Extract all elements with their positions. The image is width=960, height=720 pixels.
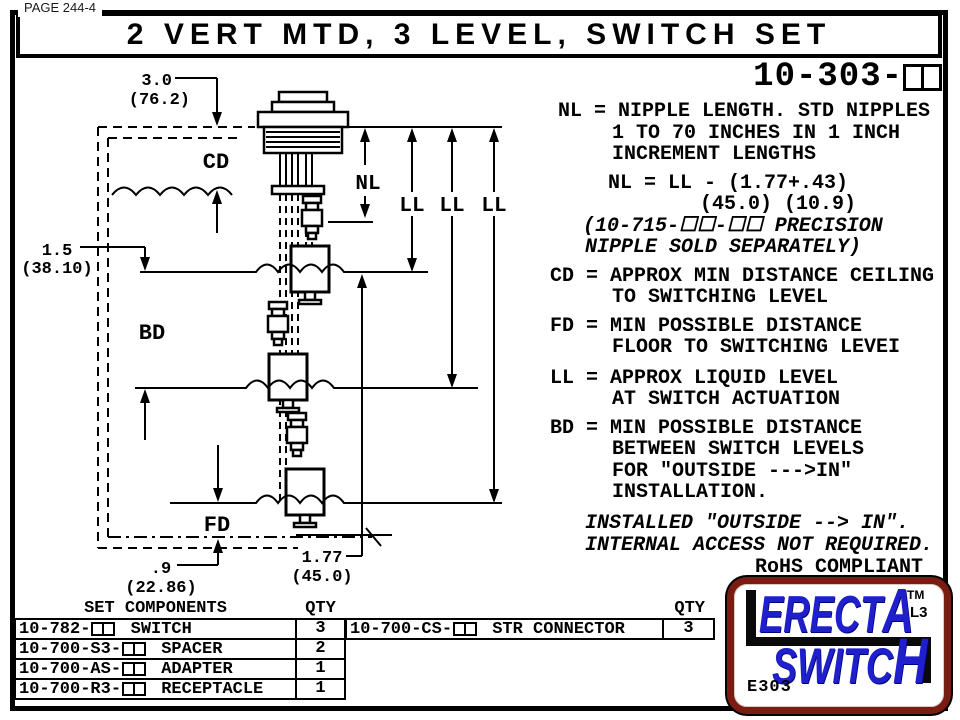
note-line: FLOOR TO SWITCHING LEVEI	[612, 336, 901, 359]
logo-l3: L3	[910, 604, 928, 621]
blank-size-box	[122, 682, 147, 696]
note-line: (45.0) (10.9)	[700, 193, 857, 216]
component-part-number: 10-700-S3-	[19, 639, 122, 659]
page-title: 2 VERT MTD, 3 LEVEL, SWITCH SET	[126, 18, 832, 51]
erecta-switch-logo: ERECTA TM L3 SWITCH E303	[727, 577, 951, 714]
qty-cell: 2	[315, 639, 326, 658]
component-part-number: 10-700-CS-	[350, 619, 453, 639]
component-cell: 10-700-AS- ADAPTER	[16, 659, 297, 679]
component-part-number: 10-700-AS-	[19, 659, 122, 679]
component-cell: 10-700-CS- STR CONNECTOR	[347, 619, 664, 639]
part-number: 10-303-	[753, 58, 942, 96]
note-line: INTERNAL ACCESS NOT REQUIRED.	[585, 534, 934, 557]
blank-size-box	[921, 63, 942, 91]
note-line: 1 TO 70 INCHES IN 1 INCH	[612, 121, 901, 145]
note-line: FOR "OUTSIDE --->IN"	[612, 459, 853, 483]
qty-cell: 1	[315, 679, 326, 698]
note-line: (10-715-☐☐-☐☐ PRECISION	[583, 214, 883, 238]
component-part-number: 10-782-	[19, 619, 91, 639]
table-row: 10-700-CS- STR CONNECTOR 3	[345, 618, 715, 640]
blank-size-box	[91, 622, 116, 636]
note-line: BD = MIN POSSIBLE DISTANCE	[550, 416, 863, 440]
qty-header: QTY	[305, 599, 336, 618]
table-row: 10-700-AS- ADAPTER 1	[14, 658, 346, 680]
components-header: SET COMPONENTS	[84, 599, 227, 618]
note-line: NIPPLE SOLD SEPARATELY)	[585, 236, 862, 259]
note-line: CD = APPROX MIN DISTANCE CEILING	[550, 264, 935, 288]
component-part-number: 10-700-R3-	[19, 679, 122, 699]
table-row: 10-700-R3- RECEPTACLE 1	[14, 678, 346, 700]
component-name: RECEPTACLE	[151, 679, 264, 699]
qty-cell: 3	[683, 619, 694, 638]
blank-size-box	[122, 662, 147, 676]
note-line: BETWEEN SWITCH LEVELS	[612, 438, 865, 461]
component-cell: 10-700-S3- SPACER	[16, 639, 297, 659]
table-row: 10-782- SWITCH 3	[14, 618, 346, 640]
logo-bar-left	[746, 590, 756, 646]
note-line: INCREMENT LENGTHS	[612, 143, 817, 166]
component-name: STR CONNECTOR	[482, 619, 625, 639]
blank-size-box	[453, 622, 478, 636]
note-line: RoHS COMPLIANT	[755, 555, 924, 579]
title-bar: 2 VERT MTD, 3 LEVEL, SWITCH SET	[16, 12, 942, 58]
component-name: SPACER	[151, 639, 223, 659]
qty-header-right: QTY	[674, 599, 705, 618]
logo-word-erecta: ERECTA	[759, 577, 914, 646]
note-line: INSTALLATION.	[612, 481, 769, 504]
logo-bar-right	[921, 646, 931, 683]
component-cell: 10-700-R3- RECEPTACLE	[16, 679, 297, 699]
component-cell: 10-782- SWITCH	[16, 619, 297, 639]
note-line: FD = MIN POSSIBLE DISTANCE	[550, 314, 863, 338]
note-line: INSTALLED "OUTSIDE --> IN".	[585, 511, 910, 535]
table-row: 10-700-S3- SPACER 2	[14, 638, 346, 660]
connector-row: 10-700-CS- STR CONNECTOR 3	[345, 618, 715, 640]
blank-size-box	[122, 642, 147, 656]
note-line: AT SWITCH ACTUATION	[612, 388, 841, 411]
component-name: SWITCH	[120, 619, 192, 639]
logo-bar-horizontal	[746, 637, 931, 646]
note-line: TO SWITCHING LEVEL	[612, 286, 829, 309]
qty-cell: 1	[315, 659, 326, 678]
logo-word-switch: SWITCH	[772, 625, 928, 697]
note-line: NL = LL - (1.77+.43)	[608, 171, 849, 195]
logo-model-code: E303	[747, 678, 792, 697]
qty-cell: 3	[315, 619, 326, 638]
part-number-prefix: 10-303-	[753, 58, 903, 96]
connector-table: QTY 10-700-CS- STR CONNECTOR 3	[345, 599, 715, 640]
trademark-symbol: TM	[907, 588, 925, 602]
note-line: NL = NIPPLE LENGTH. STD NIPPLES	[558, 100, 931, 123]
page-label: PAGE 244-4	[18, 0, 103, 17]
component-name: ADAPTER	[151, 659, 233, 679]
note-line: LL = APPROX LIQUID LEVEL	[550, 366, 839, 390]
